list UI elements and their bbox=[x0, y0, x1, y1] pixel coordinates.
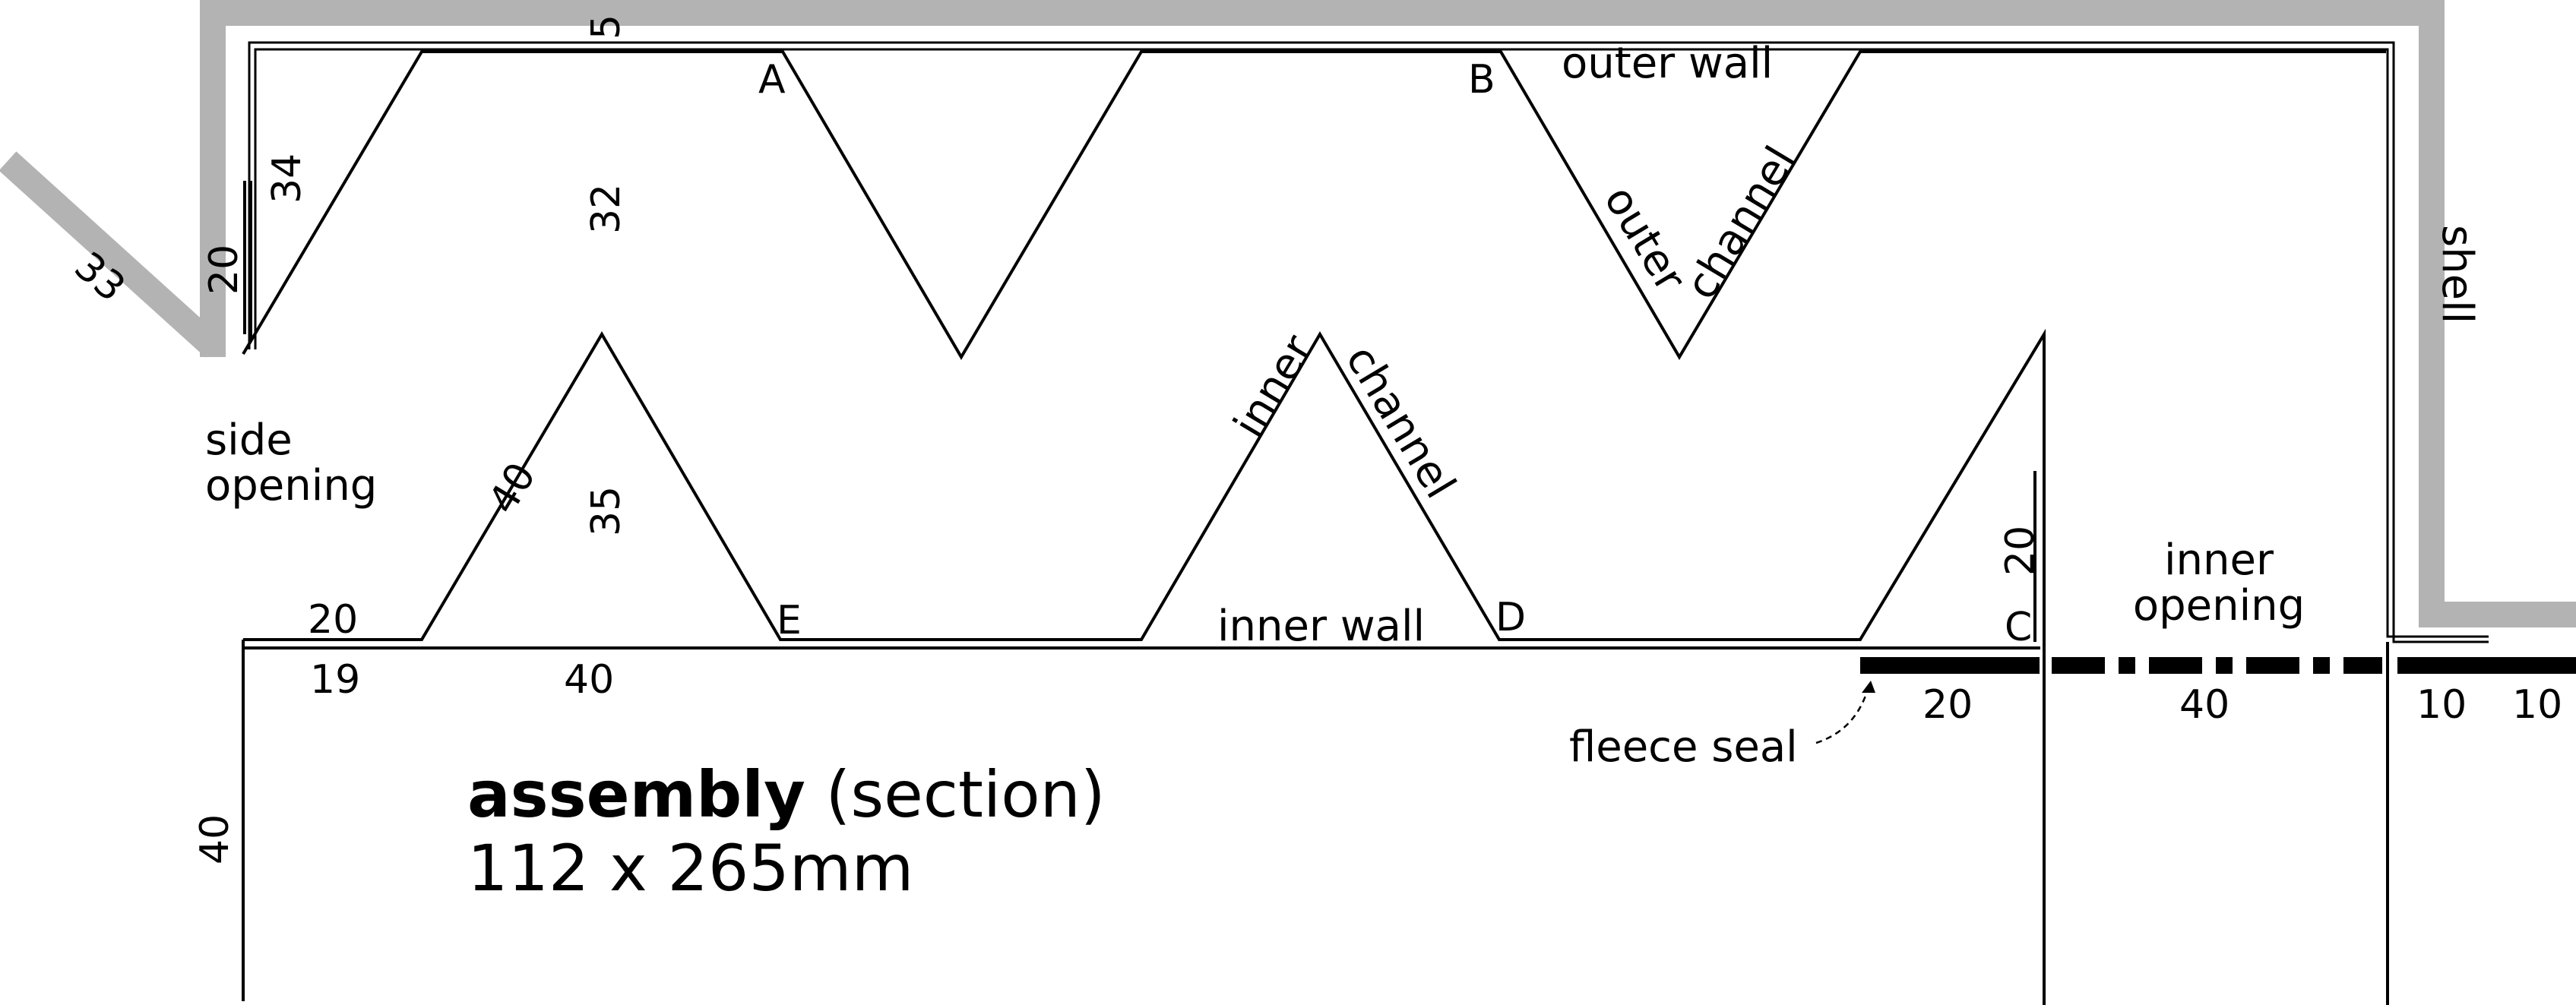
dim-opening-40: 40 bbox=[2179, 682, 2229, 728]
fleece-seal-label: fleece seal bbox=[1569, 722, 1798, 772]
title-rest: (section) bbox=[805, 757, 1106, 832]
dim-side-34: 34 bbox=[264, 153, 310, 204]
dim-seal-20: 20 bbox=[1923, 682, 1973, 728]
outer-channel-label-channel: channel bbox=[1676, 138, 1805, 308]
dim-left-20: 20 bbox=[201, 245, 247, 295]
shell-diagonal-flap bbox=[0, 151, 223, 358]
inner-opening-label-line2: opening bbox=[2133, 581, 2305, 630]
side-opening-label-line1: side bbox=[205, 416, 293, 465]
dim-ledge-19: 19 bbox=[310, 657, 360, 703]
fleece-seal-bar bbox=[1860, 657, 2040, 674]
dim-top-5: 5 bbox=[584, 14, 629, 40]
dim-end-10b: 10 bbox=[2512, 682, 2562, 728]
inner-channel-label-channel: channel bbox=[1336, 337, 1465, 507]
inner-opening-label-line1: inner bbox=[2164, 536, 2274, 585]
shell-end-bar bbox=[2397, 657, 2576, 674]
dim-height-32: 32 bbox=[584, 184, 629, 234]
dim-height-35: 35 bbox=[584, 486, 629, 536]
point-a-label: A bbox=[758, 57, 786, 103]
dim-left-40: 40 bbox=[192, 814, 238, 864]
outer-wall-label: outer wall bbox=[1562, 39, 1773, 88]
fleece-seal-leader bbox=[1815, 683, 1871, 744]
shell-label: shell bbox=[2432, 225, 2482, 324]
point-d-label: D bbox=[1495, 595, 1526, 640]
point-c-label: C bbox=[2005, 605, 2032, 650]
shell-lining bbox=[248, 41, 2489, 643]
shell-lining-inner bbox=[254, 48, 2489, 638]
inner-channel-zigzag bbox=[243, 328, 2046, 1005]
title-main: assembly (section) bbox=[467, 757, 1106, 832]
inner-wall-label: inner wall bbox=[1217, 602, 1425, 651]
dim-right-20-vertical: 20 bbox=[1998, 526, 2043, 576]
fleece-seal-arrowhead bbox=[1862, 681, 1875, 693]
point-e-label: E bbox=[777, 598, 802, 643]
side-opening-label-line2: opening bbox=[205, 461, 377, 510]
title-size: 112 x 265mm bbox=[467, 831, 913, 905]
shell-outline bbox=[200, 0, 2576, 627]
dim-base-40: 40 bbox=[564, 657, 614, 703]
point-b-label: B bbox=[1468, 57, 1495, 103]
dim-slope-40: 40 bbox=[480, 455, 546, 522]
outer-channel-zigzag bbox=[242, 50, 2386, 360]
inner-channel-label-inner: inner bbox=[1224, 326, 1323, 446]
dim-ledge-20: 20 bbox=[308, 597, 358, 643]
title-bold: assembly bbox=[467, 757, 805, 832]
dim-end-10a: 10 bbox=[2416, 682, 2467, 728]
